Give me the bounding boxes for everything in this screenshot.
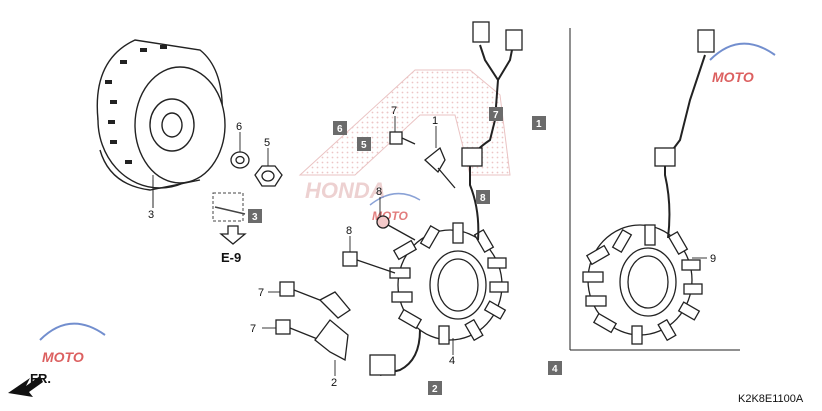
- clamp-part: [314, 291, 351, 362]
- callout-8b: 8: [346, 225, 352, 237]
- flywheel-part: [96, 39, 226, 191]
- pulse-sensor-part: [424, 146, 456, 189]
- callout-8a: 8: [376, 186, 382, 198]
- arrow-down-icon: [219, 225, 247, 245]
- callout-7c: 7: [250, 323, 256, 335]
- moto-watermark-text: MOTO: [712, 69, 754, 85]
- box-label-4: 4: [548, 361, 562, 375]
- callout-6: 6: [236, 121, 242, 133]
- callout-7a: 7: [391, 105, 397, 117]
- box-label-2: 2: [428, 381, 442, 395]
- svg-text:1: 1: [536, 119, 542, 130]
- callout-1: 1: [432, 115, 438, 127]
- bolt-7-top: [389, 131, 416, 145]
- svg-text:4: 4: [552, 364, 558, 375]
- boxed-labels: 6 5 7 1 8 3 2 4: [248, 107, 562, 395]
- bolts: [275, 131, 416, 341]
- leader-lines: [152, 116, 707, 376]
- moto-watermark-left: MOTO: [39, 322, 106, 365]
- box-label-1: 1: [532, 116, 546, 130]
- box-label-5: 5: [357, 137, 371, 151]
- bolt-7-low: [275, 319, 321, 341]
- stator-part: [369, 21, 523, 376]
- svg-text:6: 6: [337, 124, 343, 135]
- callouts: 3 6 5 7 1 8 8 7 7 2 4 9: [148, 105, 716, 389]
- washer-part: [230, 151, 250, 169]
- honda-watermark-text: HONDA: [305, 178, 386, 203]
- callout-3: 3: [148, 209, 154, 221]
- stator-assembly-part: [569, 28, 740, 351]
- callout-9: 9: [710, 253, 716, 265]
- box-label-7: 7: [489, 107, 503, 121]
- svg-text:2: 2: [432, 384, 438, 395]
- honda-wing-watermark: HONDA: [298, 69, 511, 203]
- callout-4: 4: [449, 355, 455, 367]
- front-arrow-icon: FR.: [8, 371, 51, 397]
- svg-text:5: 5: [361, 140, 367, 151]
- dashed-bolt-reference: [212, 192, 246, 222]
- nut-part: [254, 165, 283, 187]
- svg-text:3: 3: [252, 212, 258, 223]
- callout-5: 5: [264, 137, 270, 149]
- box-label-3: 3: [248, 209, 262, 223]
- box-label-8: 8: [476, 190, 490, 204]
- svg-text:8: 8: [480, 193, 486, 204]
- diagram-code: K2K8E1100A: [738, 393, 804, 405]
- moto-watermark-top: MOTO: [709, 42, 776, 85]
- svg-text:MOTO: MOTO: [42, 349, 84, 365]
- bolt-8-lower: [342, 251, 396, 274]
- svg-text:7: 7: [493, 110, 499, 121]
- bolt-8-upper: [376, 215, 416, 241]
- box-label-6: 6: [333, 121, 347, 135]
- reference-page-label: E-9: [221, 250, 241, 265]
- callout-7b: 7: [258, 287, 264, 299]
- front-label: FR.: [30, 371, 51, 386]
- callout-2: 2: [331, 377, 337, 389]
